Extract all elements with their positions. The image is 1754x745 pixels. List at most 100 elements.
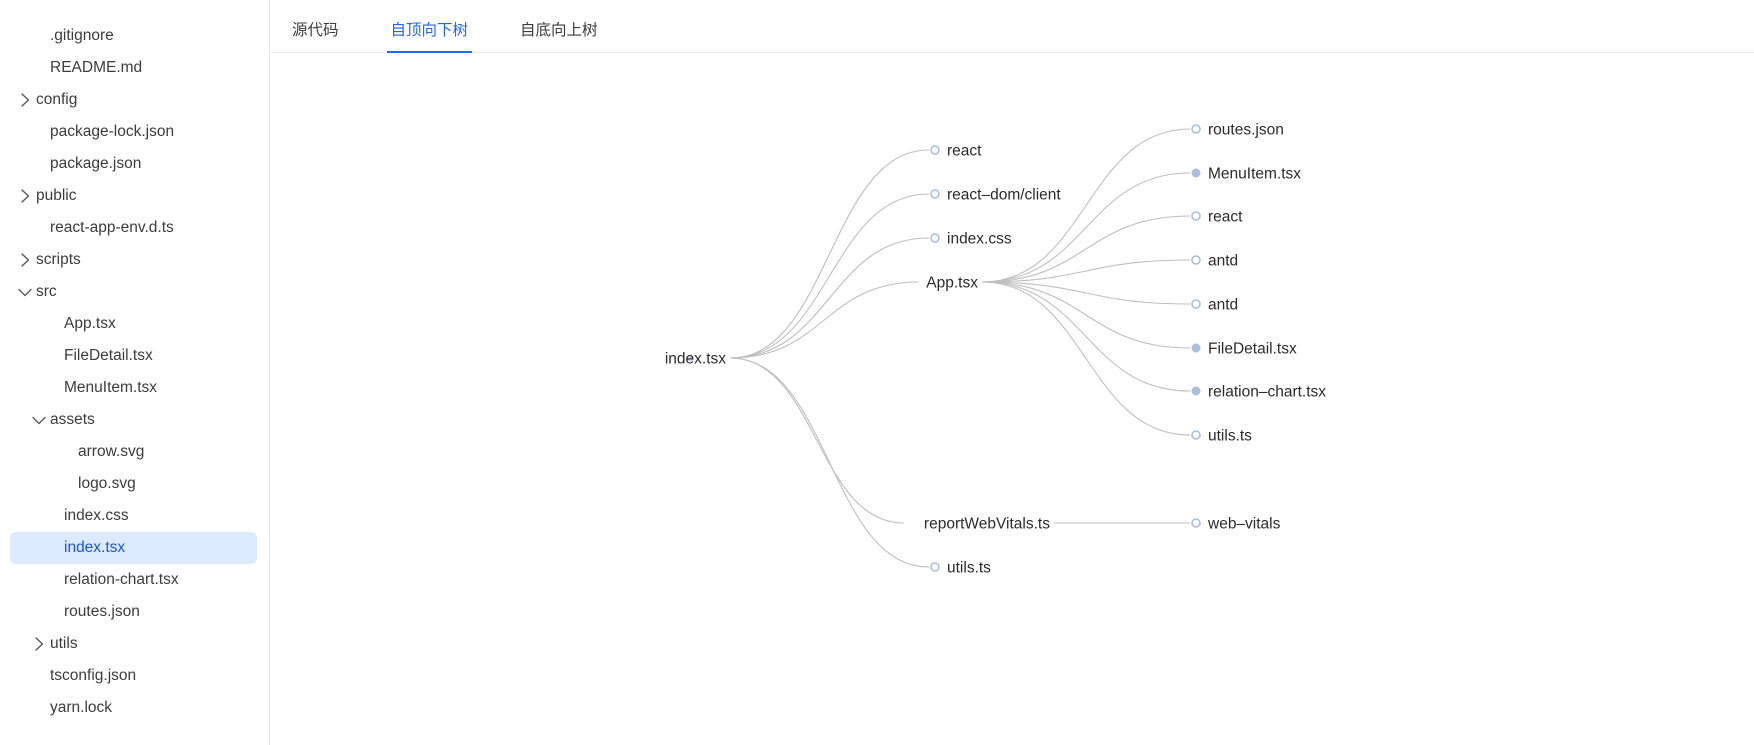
file-tree-item-label: react-app-env.d.ts (50, 219, 174, 237)
file-tree-item-yarn-lock[interactable]: yarn.lock (10, 692, 257, 724)
file-tree-item-label: index.css (64, 507, 129, 525)
chevron-right-icon[interactable] (30, 635, 48, 653)
node-label: web–vitals (1207, 516, 1281, 533)
file-tree-item-assets[interactable]: assets (10, 404, 257, 436)
node-label: utils.ts (947, 560, 991, 577)
node-label: MenuItem.tsx (1208, 166, 1301, 183)
file-tree-item-menuitem-tsx[interactable]: MenuItem.tsx (10, 372, 257, 404)
tree-node-antd-2[interactable]: antd (1191, 297, 1238, 314)
file-tree-item-package-json[interactable]: package.json (10, 148, 257, 180)
chevron-right-icon[interactable] (16, 187, 34, 205)
chevron-right-icon[interactable] (16, 91, 34, 109)
tree-link (981, 172, 1191, 283)
file-tree-item--gitignore[interactable]: .gitignore (10, 20, 257, 52)
node-marker-filled[interactable] (1191, 386, 1201, 396)
file-tree-item-label: App.tsx (64, 315, 116, 333)
file-tree-item-routes-json[interactable]: routes.json (10, 596, 257, 628)
file-tree-item-index-tsx[interactable]: index.tsx (10, 532, 257, 564)
chevron-placeholder-icon (30, 59, 48, 77)
file-tree-item-index-css[interactable]: index.css (10, 500, 257, 532)
tree-link (729, 149, 930, 359)
node-marker-hollow[interactable] (930, 145, 940, 155)
tab-0[interactable]: 源代码 (292, 21, 339, 39)
main-panel: 源代码 自顶向下树 自底向上树 index.tsx react react–dom/cl… (270, 0, 1754, 745)
chevron-placeholder-icon (30, 123, 48, 141)
tree-node-routes-json[interactable]: routes.json (1191, 122, 1284, 139)
node-marker-hollow[interactable] (1191, 299, 1201, 309)
node-label: index.css (947, 231, 1012, 248)
tree-node-react-2[interactable]: react (1191, 209, 1243, 226)
node-marker-hollow[interactable] (1191, 124, 1201, 134)
file-tree-item-label: .gitignore (50, 27, 114, 45)
file-tree-item-arrow-svg[interactable]: arrow.svg (10, 436, 257, 468)
node-marker-root[interactable] (686, 354, 694, 362)
tree-node-menuitem-tsx[interactable]: MenuItem.tsx (1191, 166, 1301, 183)
tree-node-utils-ts-root[interactable]: utils.ts (930, 560, 991, 577)
file-tree-item-scripts[interactable]: scripts (10, 244, 257, 276)
file-tree-item-public[interactable]: public (10, 180, 257, 212)
chevron-placeholder-icon (30, 155, 48, 173)
tree-link (729, 281, 919, 359)
tab-2[interactable]: 自底向上树 (520, 21, 598, 39)
file-tree-item-label: config (36, 91, 78, 109)
node-marker-hollow[interactable] (930, 233, 940, 243)
node-label: antd (1208, 297, 1238, 314)
dependency-tree-graph[interactable]: index.tsx react react–dom/client index.cssA… (270, 53, 1754, 745)
file-tree-item-app-tsx[interactable]: App.tsx (10, 308, 257, 340)
file-tree-item-react-app-env-d-ts[interactable]: react-app-env.d.ts (10, 212, 257, 244)
chevron-down-icon[interactable] (16, 283, 34, 301)
chevron-placeholder-icon (44, 507, 62, 525)
node-marker-hollow[interactable] (1191, 430, 1201, 440)
file-tree-item-tsconfig-json[interactable]: tsconfig.json (10, 660, 257, 692)
file-tree-item-label: FileDetail.tsx (64, 347, 153, 365)
chevron-right-icon[interactable] (16, 251, 34, 269)
file-tree-item-filedetail-tsx[interactable]: FileDetail.tsx (10, 340, 257, 372)
tree-node-react-dom-client[interactable]: react–dom/client (930, 187, 1061, 204)
file-tree-item-label: src (36, 283, 57, 301)
file-tree-item-src[interactable]: src (10, 276, 257, 308)
chevron-placeholder-icon (44, 315, 62, 333)
file-tree-item-logo-svg[interactable]: logo.svg (10, 468, 257, 500)
tree-node-app-tsx[interactable]: App.tsx (926, 275, 978, 292)
tree-link (729, 357, 904, 524)
file-tree-item-label: scripts (36, 251, 81, 269)
tree-node-relation-chart-tsx[interactable]: relation–chart.tsx (1191, 384, 1326, 401)
chevron-down-icon[interactable] (30, 411, 48, 429)
chevron-placeholder-icon (44, 571, 62, 589)
tab-1[interactable]: 自顶向下树 (386, 22, 473, 53)
node-marker-hollow[interactable] (1191, 255, 1201, 265)
chevron-placeholder-icon (30, 699, 48, 717)
tree-link (981, 281, 1191, 305)
file-tree-item-relation-chart-tsx[interactable]: relation-chart.tsx (10, 564, 257, 596)
tree-node-antd-1[interactable]: antd (1191, 253, 1238, 270)
tree-node-filedetail-tsx[interactable]: FileDetail.tsx (1191, 341, 1297, 358)
file-tree-item-config[interactable]: config (10, 84, 257, 116)
node-marker-filled[interactable] (1191, 168, 1201, 178)
file-tree-item-utils[interactable]: utils (10, 628, 257, 660)
node-label: antd (1208, 253, 1238, 270)
chevron-placeholder-icon (44, 379, 62, 397)
tree-node-index-tsx[interactable]: index.tsx (665, 351, 726, 368)
tree-node-reportwebvitals-ts[interactable]: reportWebVitals.ts (924, 516, 1050, 533)
tree-node-utils-ts-app[interactable]: utils.ts (1191, 428, 1252, 445)
node-marker-hollow[interactable] (930, 562, 940, 572)
tree-node-web-vitals[interactable]: web–vitals (1191, 516, 1281, 533)
file-tree-item-label: assets (50, 411, 95, 429)
file-tree-item-label: package.json (50, 155, 142, 173)
node-marker-filled[interactable] (1191, 343, 1201, 353)
file-tree-item-label: public (36, 187, 77, 205)
file-tree-item-package-lock-json[interactable]: package-lock.json (10, 116, 257, 148)
file-tree-item-readme-md[interactable]: README.md (10, 52, 257, 84)
node-marker-hollow[interactable] (1191, 211, 1201, 221)
tree-link (981, 281, 1191, 436)
tree-node-index-css[interactable]: index.css (930, 231, 1012, 248)
tree-link (981, 259, 1191, 283)
tree-node-react[interactable]: react (930, 143, 982, 160)
node-marker-hollow[interactable] (930, 189, 940, 199)
file-tree-item-label: tsconfig.json (50, 667, 137, 685)
node-marker-hollow[interactable] (1191, 518, 1201, 528)
tree-link (981, 281, 1191, 392)
